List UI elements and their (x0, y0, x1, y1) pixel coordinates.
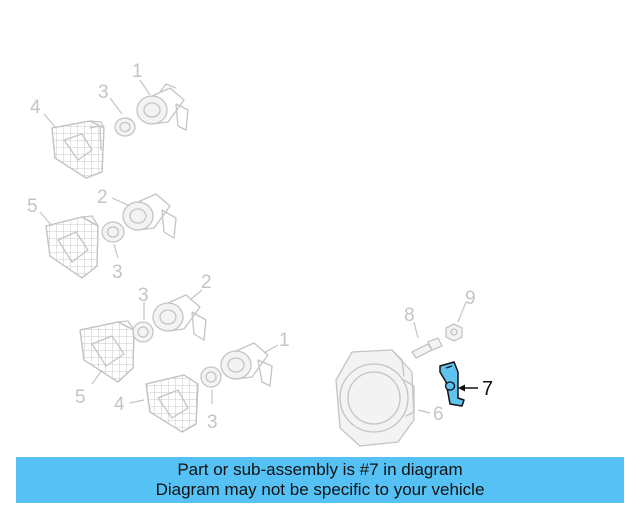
bracket-7-highlighted[interactable] (439, 361, 465, 407)
callout-1-bottom: 1 (279, 330, 290, 351)
callout-3-mid: 3 (112, 262, 123, 283)
callout-9: 9 (465, 288, 476, 309)
banner-line-1: Part or sub-assembly is #7 in diagram (177, 460, 463, 479)
ring-3-bottom[interactable] (200, 366, 222, 388)
sensor-2-top[interactable] (122, 193, 177, 239)
callout-3-top: 3 (98, 82, 109, 103)
sensor-1-top[interactable] (136, 83, 189, 131)
callout-5-bottom: 5 (75, 387, 86, 408)
bracket-5-top[interactable] (45, 215, 99, 279)
bracket-4-top[interactable] (51, 120, 105, 179)
callout-3-bottom: 3 (207, 412, 218, 433)
callout-1-top: 1 (132, 61, 143, 82)
nut-9[interactable] (445, 323, 463, 342)
ring-3-lower[interactable] (132, 321, 154, 343)
info-banner: Part or sub-assembly is #7 in diagram Di… (16, 457, 624, 503)
bolt-8[interactable] (411, 337, 443, 359)
sensor-2-bottom[interactable] (152, 294, 207, 341)
callout-8: 8 (404, 305, 415, 326)
leader-lines (39, 79, 467, 414)
ring-3-top[interactable] (114, 117, 136, 137)
callout-7-highlighted: 7 (482, 378, 493, 400)
module-6[interactable] (335, 349, 415, 447)
bracket-5-bottom[interactable] (79, 320, 135, 383)
callout-3-lower: 3 (138, 285, 149, 306)
callout-4-top: 4 (30, 97, 41, 118)
callout-2-mid: 2 (97, 187, 108, 208)
ring-3-mid[interactable] (101, 221, 125, 243)
banner-line-2: Diagram may not be specific to your vehi… (155, 480, 485, 499)
callout-2-lower: 2 (201, 272, 212, 293)
sensor-1-bottom[interactable] (220, 342, 273, 387)
callout-6: 6 (433, 404, 444, 425)
callout-5-top: 5 (27, 196, 38, 217)
bracket-4-bottom[interactable] (145, 374, 199, 433)
callout-4-bottom: 4 (114, 394, 125, 415)
leader-7-arrowhead (458, 384, 465, 392)
